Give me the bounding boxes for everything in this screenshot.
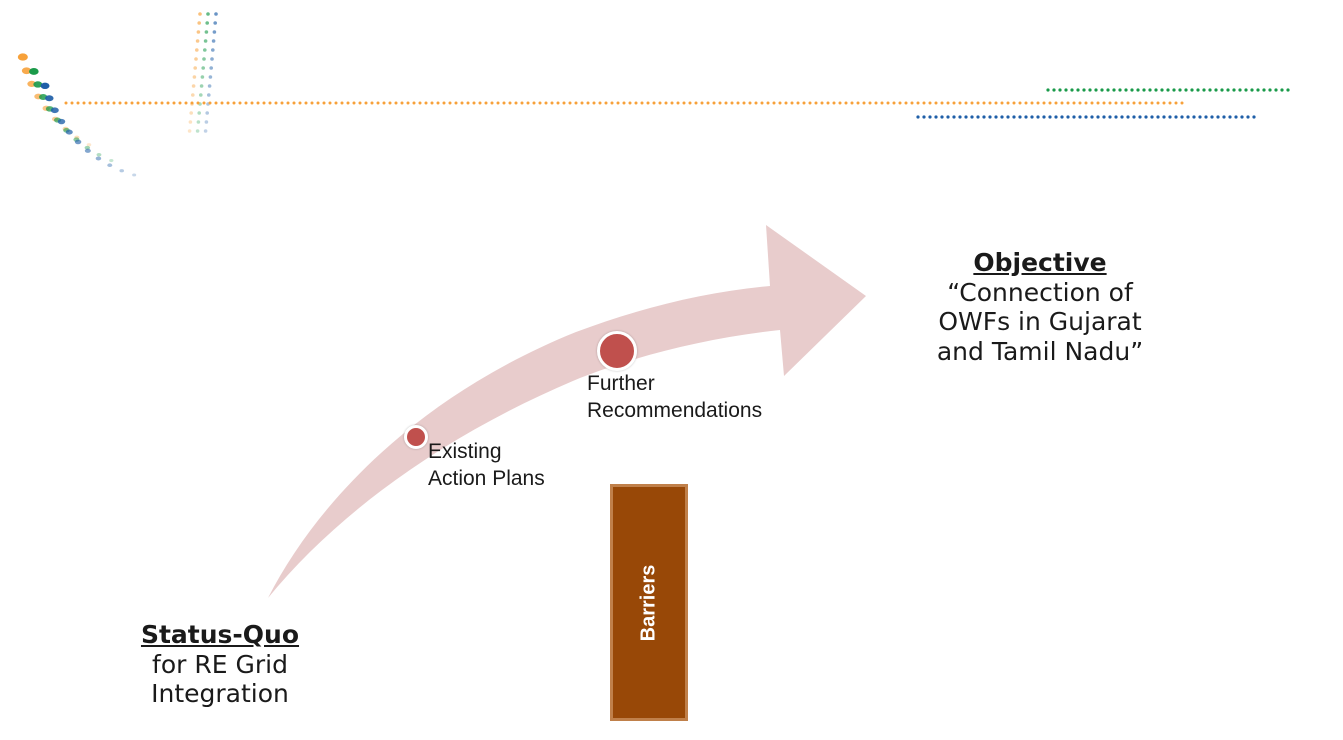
objective-line-3: and Tamil Nadu” (936, 336, 1144, 366)
further-line-1: Further (587, 372, 655, 395)
barriers-label: Barriers (637, 564, 660, 641)
orange-dotted-line (64, 101, 1184, 105)
status-quo-line-1: for RE Grid (152, 649, 288, 679)
existing-action-plans-marker (404, 425, 428, 449)
further-recommendations-label: Further Recommendations (587, 370, 762, 425)
green-dotted-line (1046, 88, 1290, 92)
header-dotted-lines (64, 88, 1290, 119)
barriers-block: Barriers (610, 484, 688, 721)
objective-label: Objective “Connection of OWFs in Gujarat… (880, 248, 1200, 366)
existing-action-plans-label: Existing Action Plans (428, 438, 545, 493)
existing-line-1: Existing (428, 440, 502, 463)
existing-line-2: Action Plans (428, 467, 545, 491)
objective-heading: Objective (973, 248, 1107, 277)
further-recommendations-marker (597, 331, 637, 371)
objective-line-1: “Connection of (947, 277, 1133, 307)
further-line-2: Recommendations (587, 399, 763, 423)
blue-dotted-line (916, 115, 1256, 119)
status-quo-heading: Status-Quo (140, 620, 300, 649)
status-quo-line-2: Integration (151, 679, 289, 708)
status-quo-label: Status-Quo for RE Grid Integration (120, 620, 320, 709)
curved-arrow-icon (268, 225, 866, 598)
dotted-swoosh-logo (17, 12, 218, 177)
objective-line-2: OWFs in Gujarat (938, 307, 1142, 336)
